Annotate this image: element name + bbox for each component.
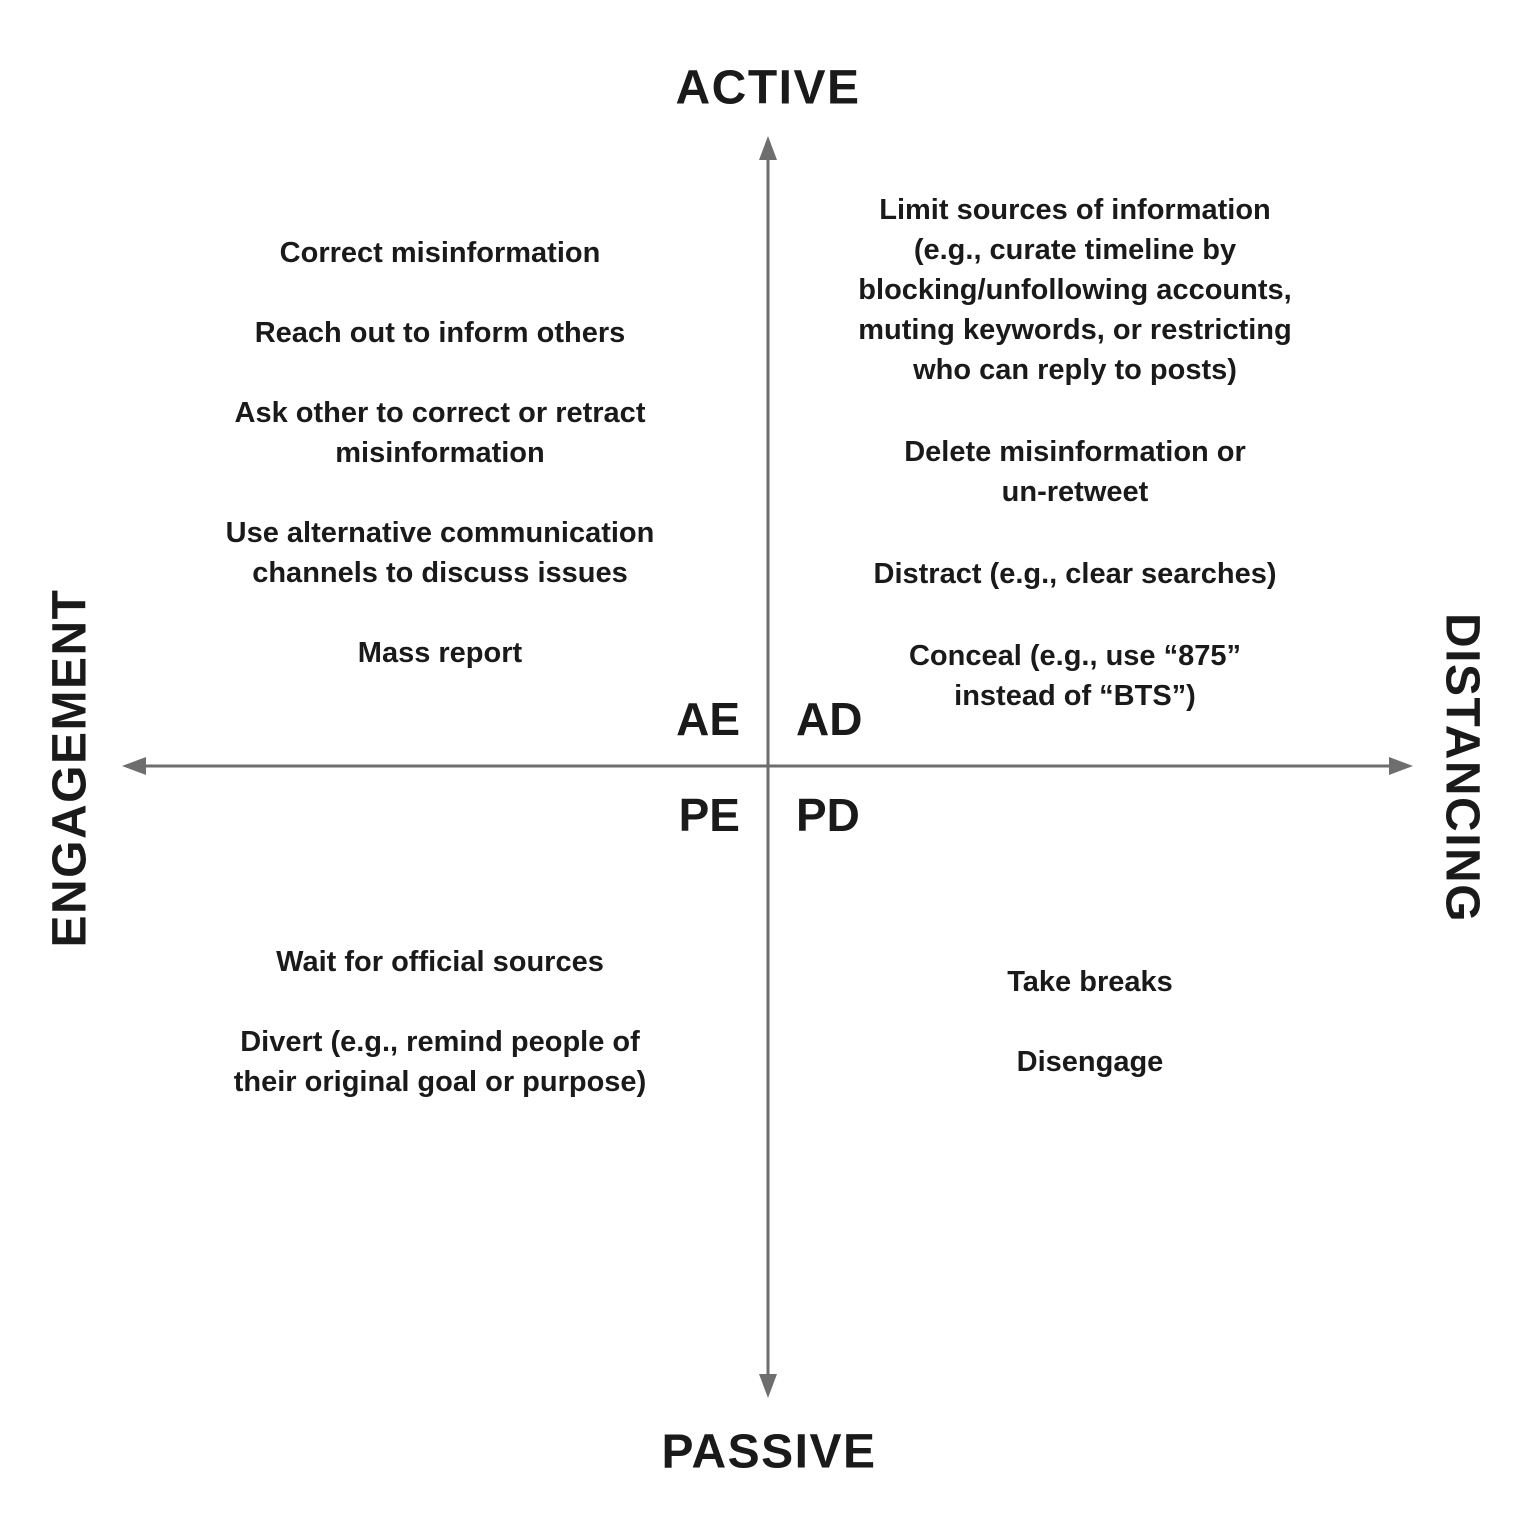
quadrant-item: Ask other to correct or retract misinfor… [234,397,646,469]
arrow-left-icon [122,757,146,775]
quadrant-code-pd: PD [796,789,860,841]
axis-label-distancing: DISTANCING [1435,612,1489,924]
arrow-right-icon [1389,757,1413,775]
quadrant-code-ae: AE [676,693,740,745]
quadrant-item: Mass report [357,637,523,669]
quadrant-item: Distract (e.g., clear searches) [873,558,1277,590]
axis-label-active: ACTIVE [675,61,861,115]
quadrant-item: Divert (e.g., remind people of their ori… [233,1026,647,1098]
quadrant-item: Conceal (e.g., use “875” instead of “BTS… [908,640,1241,712]
quadrant-code-pe: PE [678,789,740,841]
quadrant-active-engagement: Correct misinformation Reach out to info… [150,233,730,713]
quadrant-item: Reach out to inform others [254,317,626,349]
axis-label-passive: PASSIVE [661,1425,877,1479]
quadrant-item: Use alternative communication channels t… [225,517,655,589]
quadrant-passive-distancing: Take breaks Disengage [800,962,1380,1122]
arrow-up-icon [759,136,777,160]
quadrant-item: Wait for official sources [276,946,604,978]
quadrant-item: Delete misinformation or un-retweet [904,436,1246,508]
quadrant-passive-engagement: Wait for official sources Divert (e.g., … [150,942,730,1142]
axis-label-engagement: ENGAGEMENT [43,588,97,948]
quadrant-active-distancing: Limit sources of information (e.g., cura… [790,190,1360,758]
quadrant-item: Disengage [1016,1046,1164,1078]
arrow-down-icon [759,1374,777,1398]
quadrant-item: Take breaks [1007,966,1173,998]
quadrant-item: Correct misinformation [279,237,601,269]
quadrant-code-ad: AD [796,693,863,745]
quadrant-item: Limit sources of information (e.g., cura… [858,194,1292,386]
